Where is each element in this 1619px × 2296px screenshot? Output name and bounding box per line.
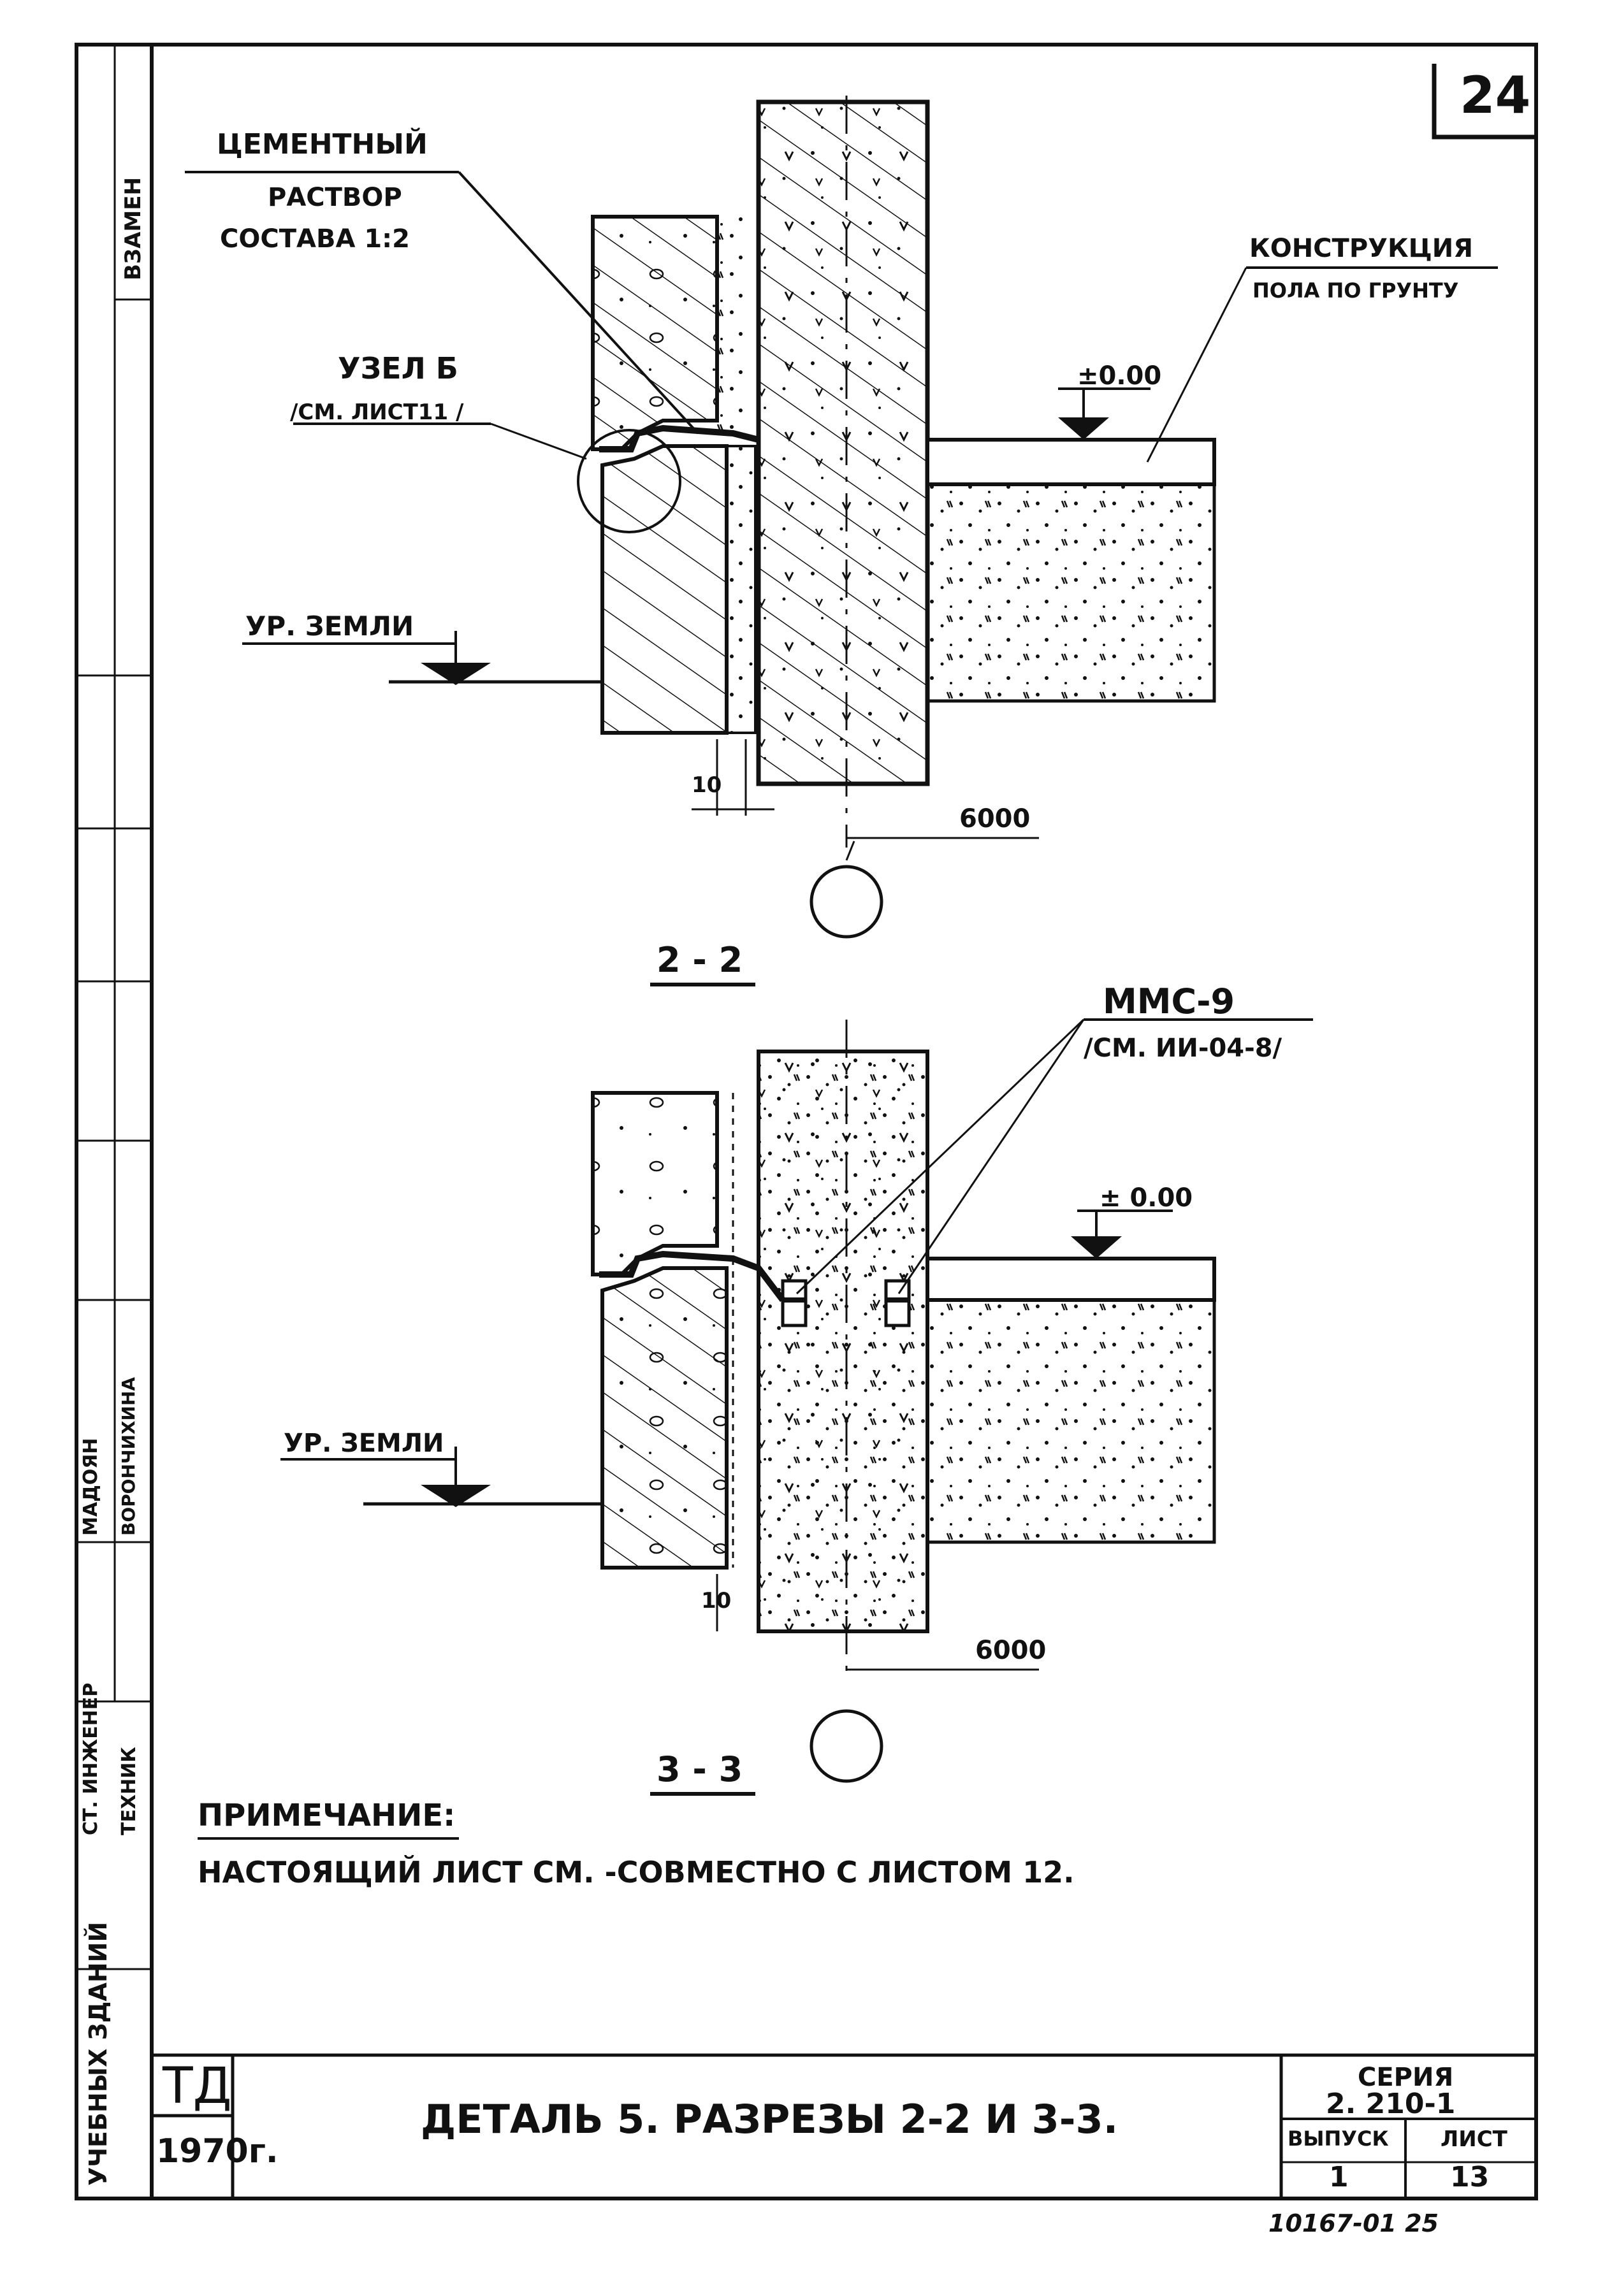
dim-axis-bottom: 6000 (975, 1636, 1047, 1665)
dim-gap-top: 10 (692, 772, 722, 798)
cement-mortar-label-1: ЦЕМЕНТНЫЙ (217, 128, 428, 161)
dim-axis-top: 6000 (959, 804, 1031, 834)
dim-gap-bottom: 10 (701, 1588, 732, 1614)
mmc-label: ММС-9 (1103, 981, 1235, 1022)
strip-name-1: МАДОЯН (80, 1438, 102, 1536)
issue-label: ВЫПУСК (1288, 2126, 1389, 2151)
strip-building: УЧЕБНЫХ ЗДАНИЙ (84, 1921, 112, 2186)
frame (75, 43, 1538, 2200)
sheet-title: ДЕТАЛЬ 5. РАЗРЕЗЫ 2-2 И 3-3. (421, 2096, 1119, 2142)
strip-name-2: ВОРОНЧИХИНА (118, 1376, 139, 1536)
node-b-ref: /СМ. ЛИСТ11 / (290, 400, 464, 425)
mmc-ref: /СМ. ИИ-04-8/ (1084, 1034, 1282, 1063)
node-b-label: УЗЕЛ Б (338, 351, 458, 386)
section-2-2-title: 2 - 2 (657, 940, 743, 980)
issue-value: 1 (1329, 2161, 1349, 2193)
section-2-2-drawing (185, 96, 1498, 939)
sheet-value: 13 (1450, 2161, 1490, 2193)
level-mark-top: ±0.00 (1077, 361, 1162, 391)
strip-zamen: ВЗАМЕН (120, 177, 146, 280)
level-mark-bottom: ± 0.00 (1100, 1183, 1193, 1213)
series-value: 2. 210-1 (1326, 2088, 1456, 2120)
floor-construction-label-1: КОНСТРУКЦИЯ (1249, 234, 1474, 263)
section-3-3-title: 3 - 3 (657, 1749, 743, 1789)
title-block (152, 2055, 1536, 2199)
cement-mortar-label-3: СОСТАВА 1:2 (220, 224, 410, 254)
cement-mortar-label-2: РАСТВОР (268, 183, 402, 212)
series-label: СЕРИЯ (1358, 2063, 1454, 2092)
note-title: ПРИМЕЧАНИЕ: (198, 1798, 456, 1833)
strip-engineer: СТ. ИНЖЕНЕР (80, 1682, 102, 1835)
ground-level-top: УР. ЗЕМЛИ (245, 610, 414, 642)
sheet-label: ЛИСТ (1441, 2126, 1507, 2152)
section-3-3-drawing (280, 1018, 1313, 1783)
floor-construction-label-2: ПОЛА ПО ГРУНТУ (1252, 278, 1459, 303)
note-text: НАСТОЯЩИЙ ЛИСТ СМ. -СОВМЕСТНО С ЛИСТОМ 1… (198, 1855, 1075, 1889)
ground-level-bottom: УР. ЗЕМЛИ (284, 1429, 444, 1458)
org-code: ТД (163, 2058, 232, 2115)
page-number: 24 (1460, 66, 1531, 125)
page-number-box (1432, 64, 1536, 140)
footer-code: 10167-01 25 (1268, 2209, 1439, 2237)
year: 1970г. (156, 2132, 279, 2170)
strip-technician: ТЕХНИК (118, 1747, 140, 1835)
